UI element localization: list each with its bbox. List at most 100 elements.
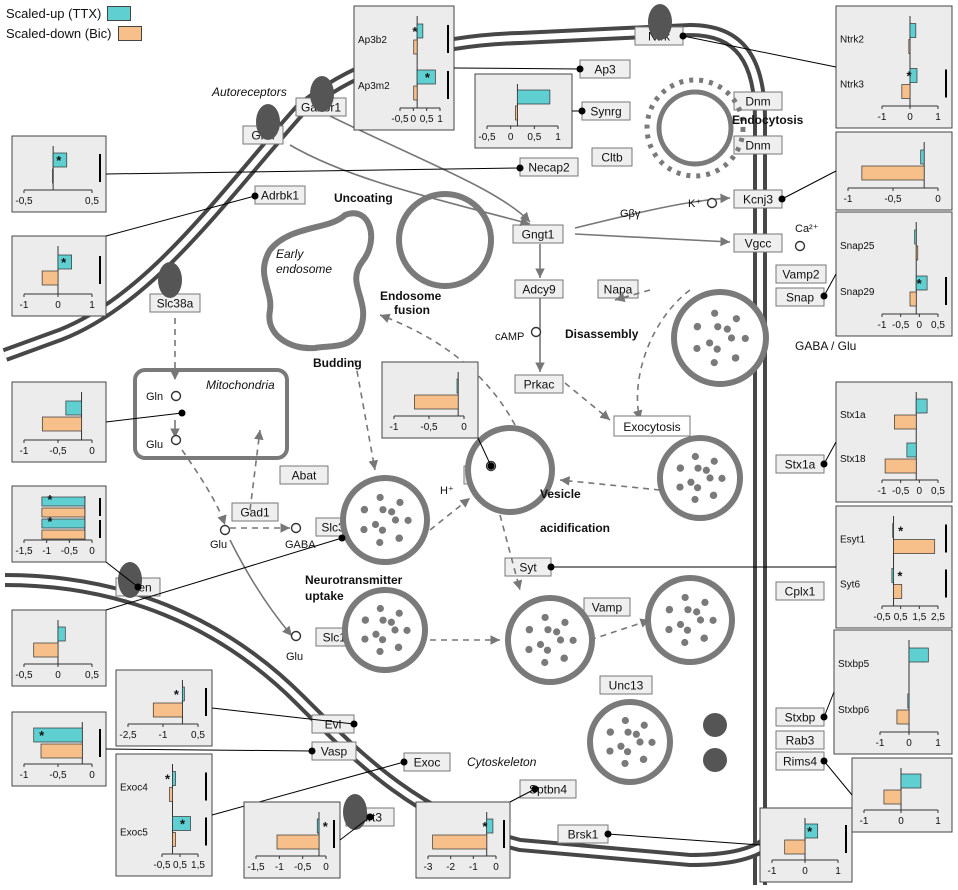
- vesicle-dot: [541, 613, 549, 622]
- bar-panel-frame: [115, 753, 213, 877]
- arrow-glu-gad1: [181, 449, 227, 526]
- arrow-gabbr1-gngt1: [329, 115, 531, 223]
- x-tick-label: 0: [89, 446, 95, 457]
- gene-box-frame: [514, 279, 564, 299]
- vesicle-dot: [553, 628, 561, 636]
- leader-line-evl: [211, 707, 355, 725]
- vesicle-dot: [665, 625, 673, 634]
- gene-box-exoc: Exoc: [403, 752, 451, 772]
- metabolite-node-8: [794, 240, 806, 252]
- vesicle-dot: [372, 630, 380, 638]
- gene-box-frame: [583, 597, 631, 617]
- row-label: Snap29: [840, 287, 875, 298]
- vesicle-dot: [378, 526, 387, 534]
- vesicle-dot: [391, 516, 400, 524]
- gene-label-evl: Evl: [325, 718, 342, 732]
- row-label: Snap25: [840, 241, 875, 252]
- leader-line-atp6v0a1: [477, 437, 492, 467]
- label-gln: Gln: [146, 391, 163, 403]
- leader-line-psen: [105, 561, 139, 588]
- leader-line-flrt3: [339, 816, 371, 841]
- label-gbg: Gβγ: [620, 208, 641, 220]
- label-vesicle-acid-1: Vesicle: [540, 487, 581, 501]
- leader-line-ntrk: [682, 35, 837, 68]
- vesicle-dot: [710, 359, 718, 367]
- leader-dot-kcnj3: [778, 195, 786, 203]
- gene-label-adrbk1: Adrbk1: [261, 189, 299, 203]
- bar-panel-frame: [11, 609, 107, 687]
- vesicle-dot: [360, 525, 368, 534]
- vesicle-dot: [731, 354, 739, 362]
- leader-line-ap3: [453, 67, 581, 70]
- bar-panel-frame: [759, 807, 853, 883]
- gene-box-snap: Snap: [775, 287, 825, 307]
- leader-dot-stx1a: [820, 460, 828, 468]
- x-tick-label: -2: [446, 862, 455, 873]
- docking-vesicle-dots: [525, 613, 577, 667]
- gene-box-vasp: Vasp: [311, 741, 357, 761]
- x-tick-label: 0: [89, 546, 95, 557]
- vesicle-dot: [376, 538, 384, 547]
- gene-label-napa: Napa: [604, 283, 633, 297]
- bar-up: [517, 89, 551, 105]
- x-tick-label: -1: [878, 112, 887, 123]
- gene-box-frame: [591, 147, 633, 167]
- vesicle-dot: [561, 618, 569, 626]
- x-tick-label: -0,5: [49, 446, 67, 457]
- bar-up: [900, 773, 922, 789]
- x-tick-label: -0,5: [391, 114, 409, 125]
- vesicle-dot: [687, 478, 695, 486]
- label-gaba: GABA: [285, 539, 316, 551]
- vesicle-dot: [623, 748, 632, 756]
- label-early-endosome-2: endosome: [276, 262, 332, 276]
- label-vesicle-acid-2: acidification: [540, 521, 610, 535]
- x-tick-label: 0: [935, 194, 941, 205]
- sig-star: *: [425, 70, 431, 85]
- row-label: Ap3b2: [358, 35, 387, 46]
- metabolite-node-1: [170, 434, 182, 446]
- x-tick-label: -2,5: [119, 730, 137, 741]
- x-tick-label: -1: [878, 486, 887, 497]
- gene-label-necap2: Necap2: [528, 161, 570, 175]
- x-tick-label: 0,5: [931, 486, 945, 497]
- leader-line-kcnj3: [781, 170, 837, 200]
- exocytosis-frame: [613, 415, 691, 437]
- row-label: Esyt1: [840, 535, 865, 546]
- leader-dot-psen: [134, 583, 142, 591]
- vesicle-dot: [606, 728, 615, 736]
- gene-box-frame: [512, 224, 564, 244]
- glu-vesicle-dots: [361, 604, 411, 656]
- vesicle-dot: [693, 322, 702, 331]
- sig-star: *: [898, 524, 904, 539]
- gene-label-exoc: Exoc: [414, 756, 441, 770]
- x-tick-label: 1: [935, 816, 941, 827]
- vesicle-dot: [621, 759, 629, 768]
- label-budding: Budding: [313, 356, 362, 370]
- arrow-prkac-exocytosis: [564, 382, 611, 421]
- bar-panel-frame: [353, 5, 455, 131]
- bar-up: [915, 398, 928, 414]
- vesicle-dot: [376, 604, 384, 613]
- x-tick-label: -3: [424, 862, 433, 873]
- vesicle-dot: [706, 339, 714, 347]
- x-tick-label: 0: [493, 862, 499, 873]
- x-tick-label: -1: [860, 816, 869, 827]
- leader-line-rims4: [823, 760, 853, 796]
- leader-dot-ap3: [576, 65, 584, 73]
- bar-panel-frame: [835, 381, 953, 503]
- label-nt-uptake-1: Neurotransmitter: [305, 573, 403, 587]
- gene-label-stxbp: Stxbp: [785, 711, 816, 725]
- bar-down: [41, 416, 82, 432]
- x-tick-label: -1: [469, 862, 478, 873]
- bar-up: [316, 818, 320, 834]
- x-tick-label: 0: [907, 112, 913, 123]
- vesicle-dot: [694, 464, 702, 472]
- gene-box-necap2: Necap2: [519, 157, 579, 177]
- active-zone-protein-0: [703, 713, 727, 737]
- gene-box-gad1: Gad1: [231, 502, 279, 522]
